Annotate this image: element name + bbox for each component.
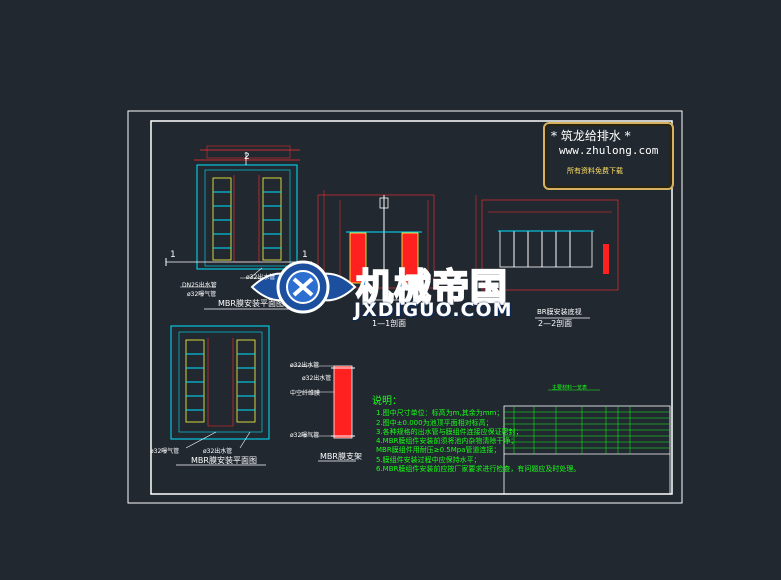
pipe-b-label: ø32出水管 [246, 274, 276, 281]
outer-frame [127, 110, 683, 504]
pipe-e-label: ø32出水管 [302, 375, 332, 382]
pipe-dn-label: DN25出水管 [182, 282, 217, 289]
section-2-2[interactable] [475, 195, 619, 319]
section-1-label: 1—1剖面 [372, 319, 407, 328]
plan-view-top[interactable] [165, 145, 312, 310]
module-top-label: ø32出水管 [290, 362, 320, 369]
module-label: MBR膜支架 [320, 452, 362, 461]
watermark-gear-icon [250, 260, 357, 314]
plan-bottom-label: MBR膜安装平面图 [191, 456, 257, 465]
inner-frame [150, 120, 673, 495]
notes-heading: 说明： [372, 396, 402, 407]
module-bot-label: ø32曝气管 [290, 432, 320, 439]
watermark-title: 机械帝国 [355, 265, 508, 310]
note-item: 6.MBR膜组件安装前应按厂家要求进行检查，有问题应及时处理。 [376, 465, 581, 474]
note-item: MBR膜组件用耐压≥0.5Mpa管道连接； [376, 446, 501, 455]
section-no-2: 2 [244, 152, 250, 162]
note-item: 5.膜组件安装过程中应保持水平； [376, 455, 481, 464]
section-no-1: 1 [170, 250, 176, 260]
plan-top-label: MBR膜安装平面图 [218, 299, 284, 308]
plan-view-bottom[interactable] [170, 325, 270, 466]
material-table[interactable] [503, 389, 671, 495]
section-no-1b: 1 [302, 250, 308, 260]
membrane-module-detail[interactable] [290, 365, 356, 462]
stamp-url: www.zhulong.com [559, 144, 659, 157]
module-mid-label: 中空纤维膜 [290, 390, 321, 397]
stamp-title: * 筑龙给排水 * [551, 129, 631, 143]
table-title: 主要材料一览表 [552, 385, 588, 391]
note-item: 1.图中尺寸单位：标高为m,其余为mm； [376, 409, 504, 418]
zhulong-stamp: * 筑龙给排水 * www.zhulong.com 所有资料免费下载 [543, 122, 674, 190]
note-item: 3.各种规格的出水管与膜组件连接应保证密封； [376, 427, 523, 436]
section-2-prefix: BR膜安装底视 [537, 308, 582, 316]
note-item: 2.图中±0.000为池顶平面相对标高； [376, 418, 493, 427]
section-1-1[interactable] [317, 190, 435, 301]
pipe-a-label: ø32曝气管 [187, 291, 217, 298]
watermark-url: JXDIGUO.COM [354, 299, 513, 321]
pipe-c-label: ø32曝气管 [150, 448, 180, 455]
pipe-d-label: ø32出水管 [203, 448, 233, 455]
design-notes: 说明： 1.图中尺寸单位：标高为m,其余为mm； 2.图中±0.000为池顶平面… [362, 396, 581, 474]
note-item: 4.MBR膜组件安装前须将池内杂物清除干净； [376, 437, 518, 446]
section-2-label: 2—2剖面 [538, 319, 573, 328]
stamp-tagline: 所有资料免费下载 [567, 167, 623, 175]
